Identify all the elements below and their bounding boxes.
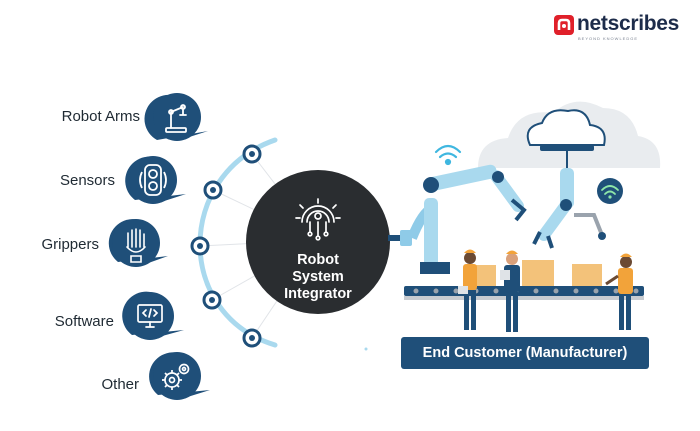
brand-tagline: BEYOND KNOWLEDGE <box>578 36 639 41</box>
sensor-icon <box>139 164 167 196</box>
worker <box>458 249 477 330</box>
arc-node <box>242 328 262 348</box>
brand-logo-icon <box>554 15 574 35</box>
sensor-bubble <box>125 156 186 204</box>
component-label-grippers: Grippers <box>41 236 99 253</box>
arc-nodes <box>190 144 262 348</box>
gripper-icon <box>126 228 146 263</box>
cloud-icon <box>526 109 606 168</box>
gripper-bubble <box>108 219 168 267</box>
component-label-other: Other <box>101 376 139 393</box>
arc-node <box>202 290 222 310</box>
netscribes-logo: netscribes BEYOND KNOWLEDGE <box>553 12 688 41</box>
worker <box>500 250 520 332</box>
robot-arm-bubble <box>144 93 208 141</box>
wifi-icon-right <box>597 178 623 204</box>
arc-node <box>190 236 210 256</box>
worker <box>605 253 633 330</box>
integrator-chip-icon <box>295 198 341 241</box>
gears-icon <box>162 363 190 390</box>
end-customer-banner: End Customer (Manufacturer) <box>401 337 649 369</box>
component-label-robot-arms: Robot Arms <box>62 108 140 125</box>
robot-arm-right <box>532 168 606 249</box>
center-title-line3: Integrator <box>284 286 352 302</box>
component-label-sensors: Sensors <box>60 172 115 189</box>
center-title-line1: Robot <box>297 252 339 268</box>
arc-node <box>203 180 223 200</box>
brand-name: netscribes <box>577 12 680 35</box>
wifi-icon-left <box>434 144 462 166</box>
other-bubble <box>149 352 210 400</box>
software-bubble <box>122 291 184 340</box>
robot-arm-left <box>388 164 527 274</box>
robot-arm-icon <box>165 104 187 133</box>
conveyor-belt <box>404 286 644 300</box>
component-label-software: Software <box>55 313 114 330</box>
center-title-line2: System <box>292 269 344 285</box>
robot-system-integrator: Robot System Integrator <box>246 170 390 314</box>
software-monitor-icon <box>137 304 163 328</box>
arc-node <box>242 144 262 164</box>
factory-illustration <box>364 101 661 351</box>
